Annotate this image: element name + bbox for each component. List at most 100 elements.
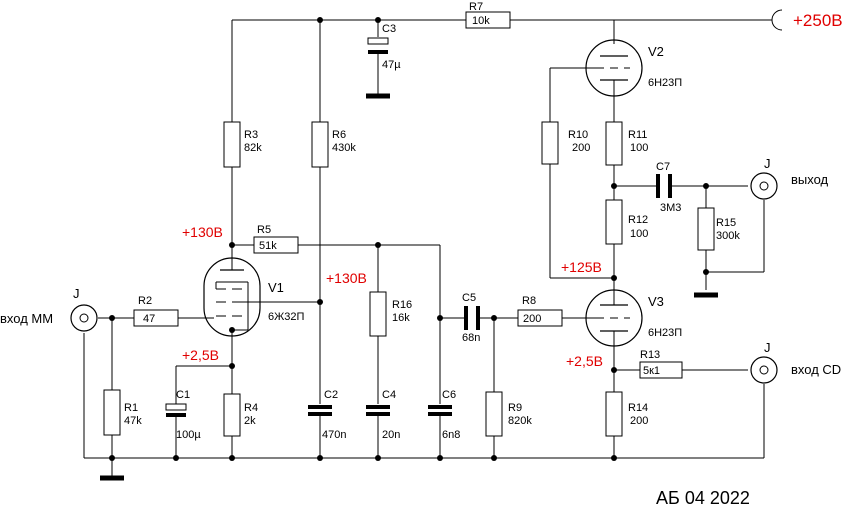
junction-dots	[109, 17, 709, 461]
svg-text:6Н23П: 6Н23П	[648, 327, 682, 339]
wires	[83, 19, 772, 478]
svg-text:100: 100	[630, 142, 648, 154]
svg-text:+130В: +130В	[182, 224, 223, 240]
jack-input-cd: J вход CD	[750, 340, 841, 384]
voltage-annotations: +130В +130В +2,5В +125В +2,5В	[182, 224, 603, 369]
resistor-r15: R15 300k	[697, 207, 740, 251]
svg-text:C6: C6	[442, 389, 456, 401]
svg-text:R9: R9	[508, 402, 522, 414]
tube-v2: V2 6Н23П	[585, 39, 682, 97]
input-mm-label: вход ММ	[0, 311, 53, 326]
resistor-r14: R14 200	[605, 391, 648, 437]
input-cd-label: вход CD	[791, 362, 841, 377]
svg-text:+2,5В: +2,5В	[566, 353, 603, 369]
svg-text:5к1: 5к1	[643, 365, 660, 377]
resistor-r5: R5 51k	[253, 224, 299, 254]
resistor-r16: R16 16k	[369, 291, 412, 337]
svg-text:R7: R7	[469, 1, 483, 13]
capacitor-c3: C3 47µ	[367, 23, 401, 71]
jack-output: J выход	[750, 156, 829, 200]
resistor-r12: R12 100	[605, 199, 648, 245]
svg-text:C3: C3	[382, 23, 396, 35]
svg-text:C7: C7	[656, 161, 670, 173]
ground-symbols	[100, 93, 718, 481]
svg-text:200: 200	[572, 142, 590, 154]
svg-text:V2: V2	[648, 44, 664, 59]
svg-text:C2: C2	[324, 389, 338, 401]
svg-text:+125В: +125В	[561, 259, 602, 275]
output-label: выход	[791, 172, 829, 187]
svg-text:R11: R11	[628, 129, 647, 141]
svg-text:R1: R1	[124, 402, 138, 414]
svg-text:2k: 2k	[244, 415, 256, 427]
resistor-r2: R2 47	[133, 295, 179, 327]
resistor-r4: R4 2k	[223, 393, 258, 437]
resistor-r13: R13 5к1	[639, 349, 683, 379]
svg-text:6Ж32П: 6Ж32П	[268, 311, 305, 323]
capacitor-c2: C2 470n	[308, 389, 346, 441]
svg-text:R4: R4	[244, 402, 258, 414]
svg-text:51k: 51k	[259, 240, 277, 252]
resistor-r3: R3 82k	[223, 121, 262, 168]
svg-text:+2,5В: +2,5В	[182, 347, 219, 363]
svg-text:82k: 82k	[244, 142, 262, 154]
svg-text:100µ: 100µ	[176, 429, 201, 441]
svg-text:820k: 820k	[508, 415, 532, 427]
svg-text:J: J	[73, 286, 80, 301]
resistor-r9: R9 820k	[485, 391, 532, 437]
svg-text:300k: 300k	[716, 230, 740, 242]
resistor-r1: R1 47k	[103, 389, 142, 436]
svg-text:470n: 470n	[322, 429, 346, 441]
jack-input-mm: J вход ММ	[0, 286, 98, 332]
supply-voltage-label: +250В	[793, 11, 843, 30]
resistor-r11: R11 100	[605, 121, 648, 166]
svg-text:R13: R13	[640, 349, 660, 361]
svg-text:R3: R3	[244, 129, 258, 141]
svg-text:C5: C5	[462, 292, 476, 304]
svg-text:47: 47	[143, 313, 155, 325]
resistor-r6: R6 430k	[311, 121, 356, 168]
svg-text:J: J	[764, 156, 771, 171]
svg-text:R10: R10	[568, 129, 588, 141]
svg-text:V3: V3	[648, 294, 664, 309]
svg-text:R2: R2	[138, 295, 152, 307]
capacitor-c5: C5 68n	[462, 292, 480, 344]
svg-text:R5: R5	[257, 224, 271, 236]
svg-text:3M3: 3M3	[660, 202, 681, 214]
resistor-r7: R7 10k	[465, 1, 511, 29]
svg-text:R8: R8	[522, 295, 536, 307]
svg-text:C4: C4	[382, 389, 396, 401]
svg-text:+130В: +130В	[326, 270, 367, 286]
svg-text:16k: 16k	[392, 312, 410, 324]
author-signature: АБ 04 2022	[656, 488, 750, 508]
capacitor-c6: C6 6n8	[428, 389, 460, 441]
svg-text:430k: 430k	[332, 142, 356, 154]
svg-text:6n8: 6n8	[442, 429, 460, 441]
svg-text:20n: 20n	[382, 429, 400, 441]
capacitor-c4: C4 20n	[366, 389, 400, 441]
svg-text:R6: R6	[332, 129, 346, 141]
svg-text:200: 200	[523, 313, 541, 325]
svg-text:47k: 47k	[124, 415, 142, 427]
svg-text:V1: V1	[268, 280, 284, 295]
svg-text:R12: R12	[628, 214, 648, 226]
svg-text:200: 200	[630, 415, 648, 427]
resistor-r10: R10 200	[541, 121, 590, 165]
svg-text:100: 100	[630, 228, 648, 240]
svg-text:R14: R14	[628, 402, 648, 414]
svg-text:6Н23П: 6Н23П	[648, 77, 682, 89]
supply-terminal: +250В	[771, 9, 843, 31]
resistor-r8: R8 200	[517, 295, 563, 327]
tube-v1: V1 6Ж32П	[203, 257, 305, 337]
svg-text:J: J	[764, 340, 771, 355]
svg-text:R15: R15	[716, 217, 736, 229]
svg-text:68n: 68n	[462, 332, 480, 344]
capacitor-c1: C1 100µ	[165, 389, 201, 441]
tube-v3: V3 6Н23П	[585, 289, 682, 347]
capacitor-c7: C7 3M3	[656, 161, 681, 214]
svg-text:R16: R16	[392, 299, 412, 311]
svg-text:10k: 10k	[472, 15, 490, 27]
svg-text:C1: C1	[176, 389, 190, 401]
